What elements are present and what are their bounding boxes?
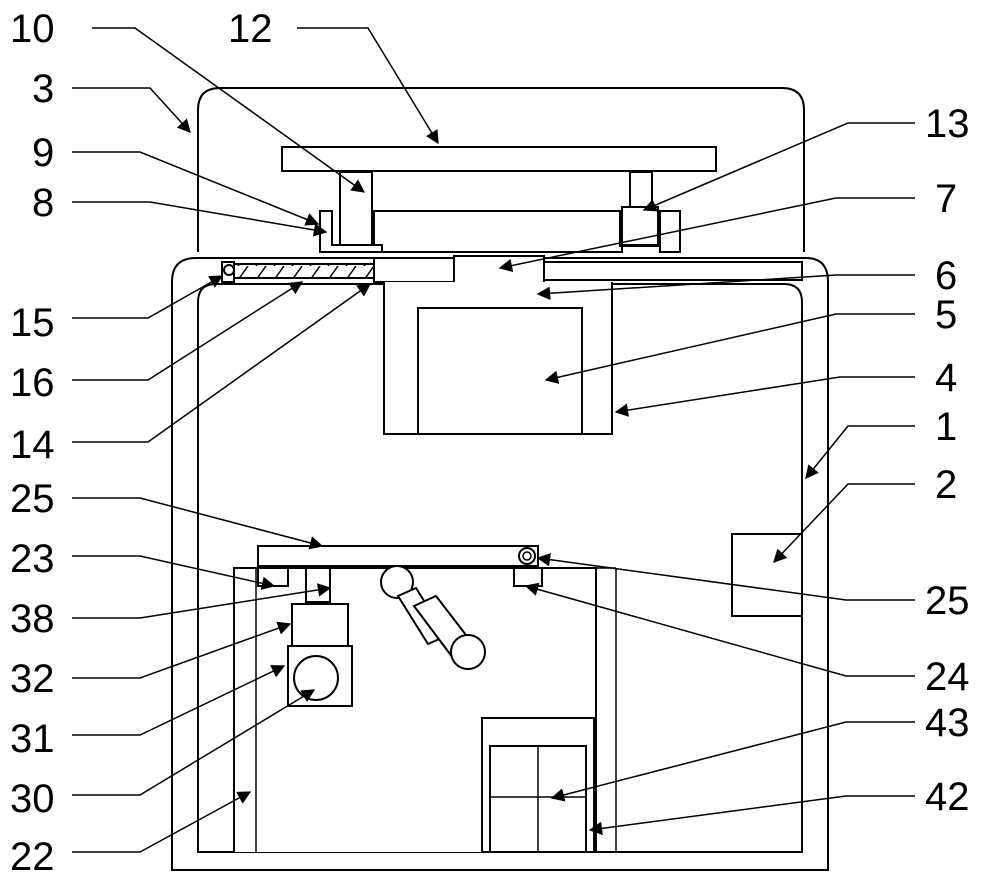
label-14: 14 [10,423,55,467]
label-42: 42 [925,775,970,819]
label-3: 3 [32,67,54,111]
leader-lines [72,27,915,853]
label-25-right: 25 [925,579,970,623]
label-31: 31 [10,717,55,761]
slider-block [373,257,455,283]
label-43: 43 [925,701,970,745]
right-rail [543,261,803,281]
label-6: 6 [935,254,957,298]
control-box [731,533,803,617]
label-25-left: 25 [10,477,55,521]
label-30: 30 [10,777,55,821]
connector-block [453,255,545,287]
label-15: 15 [10,301,55,345]
hinge [518,547,536,565]
shaft [305,567,331,603]
label-13: 13 [925,102,970,146]
arm-end [450,634,486,670]
label-4: 4 [935,356,957,400]
center-block [373,210,623,253]
label-38: 38 [10,597,55,641]
label-16: 16 [10,361,55,405]
label-32: 32 [10,657,55,701]
gearbox [291,603,349,647]
label-12: 12 [228,7,273,51]
label-22: 22 [10,835,55,879]
label-5: 5 [935,293,957,337]
right-support [513,567,543,587]
drive-wheel [293,655,339,701]
arm-top-joint [380,565,414,599]
right-leg [629,171,653,209]
left-bracket [319,210,383,253]
label-9: 9 [32,131,54,175]
motor [417,307,583,435]
top-plate [281,146,717,172]
label-8: 8 [32,181,54,225]
label-7: 7 [935,177,957,221]
screw-rod [233,263,375,279]
label-1: 1 [935,405,957,449]
label-23: 23 [10,537,55,581]
rail-pin [223,264,235,276]
lower-plate [257,545,539,567]
label-2: 2 [935,463,957,507]
hinge-inner [522,551,532,561]
left-leg [339,171,373,248]
label-24: 24 [925,655,970,699]
right-flange [659,210,681,253]
label-10: 10 [10,7,55,51]
